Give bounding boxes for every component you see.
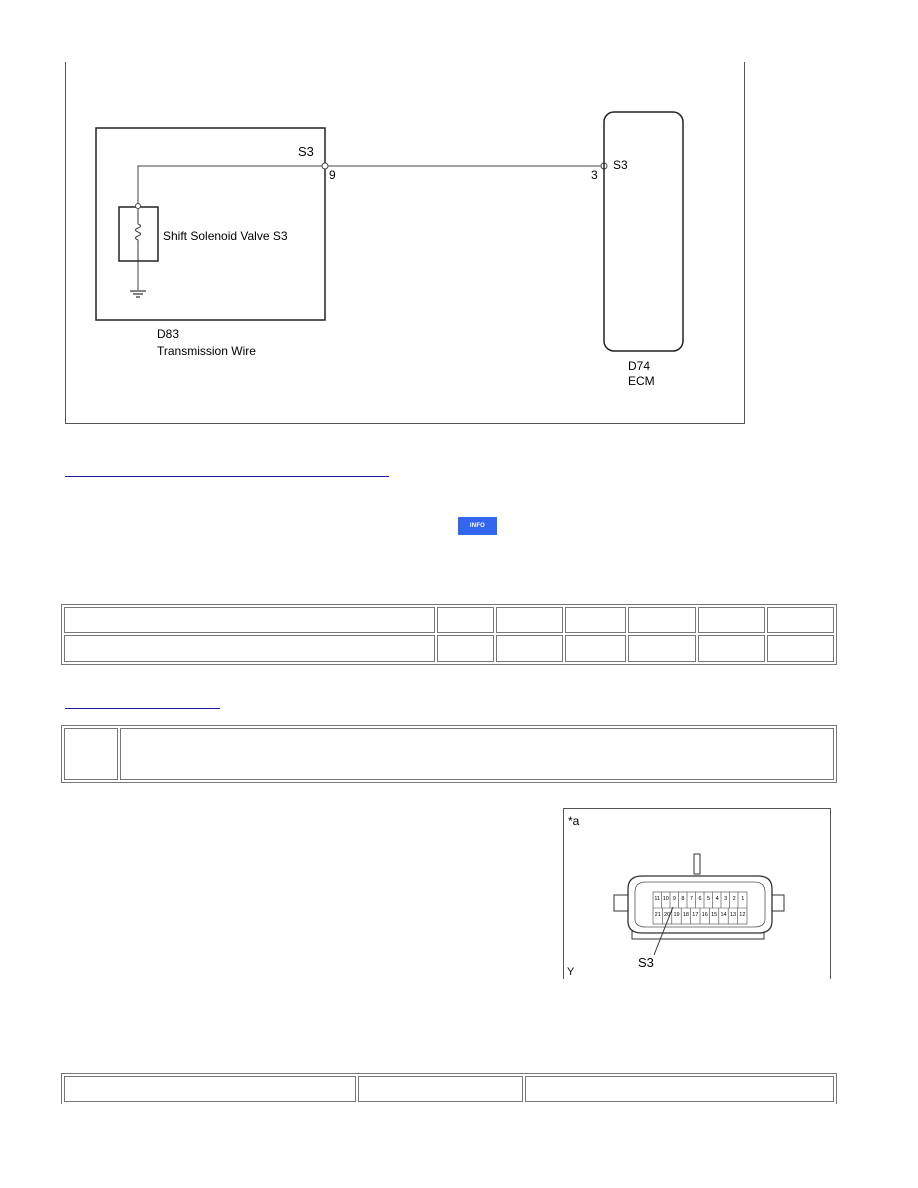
right-terminal-name: S3: [613, 158, 628, 172]
table-row: [64, 635, 834, 662]
wiring-diagram-drawing: [95, 111, 684, 352]
left-connector-code: D83: [157, 327, 180, 341]
terminal-9-node: [321, 162, 329, 170]
section-link[interactable]: [65, 708, 220, 709]
table-row: [64, 728, 834, 780]
table-row: [64, 607, 834, 633]
signal-wire: [137, 165, 604, 206]
solenoid-label: Shift Solenoid Valve S3: [163, 229, 288, 243]
info-button[interactable]: INFO: [458, 517, 497, 535]
connector-drawing: [613, 853, 785, 956]
section-link[interactable]: [65, 476, 389, 477]
right-connector-code: D74: [628, 359, 651, 373]
table-row: [64, 1076, 834, 1102]
connector-illustration: 11 10 9 8 7 6 5 4 3 2 1 21 20 19 18 17 1…: [563, 808, 831, 979]
step-table: [61, 725, 837, 783]
pin-row-top: 11 10 9 8 7 6 5 4 3 2 1: [654, 896, 745, 902]
ecm-box: [603, 111, 684, 352]
wiring-diagram: S3 9 Shift Solenoid Valve S3 D83 Transmi…: [65, 62, 745, 424]
right-terminal-pin: 3: [591, 168, 598, 182]
pin-row-bottom: 21 20 19 18 17 16 15 14 13 12: [654, 912, 746, 918]
ground-icon: [130, 290, 146, 298]
pin-grid: [652, 891, 748, 925]
left-terminal-pin: 9: [329, 168, 336, 182]
transmission-wire-box: [95, 127, 326, 321]
left-terminal-name: S3: [298, 144, 314, 159]
corner-label-bottom: Y: [567, 966, 575, 978]
data-table: [61, 604, 837, 665]
pointer-label: S3: [638, 955, 654, 970]
left-connector-name: Transmission Wire: [157, 344, 256, 358]
pointer-line: [653, 906, 674, 956]
solenoid-node: [135, 203, 141, 209]
coil-icon: [135, 209, 141, 262]
right-connector-name: ECM: [628, 374, 655, 388]
result-table: [61, 1073, 837, 1104]
corner-label-top: *a: [568, 814, 580, 828]
